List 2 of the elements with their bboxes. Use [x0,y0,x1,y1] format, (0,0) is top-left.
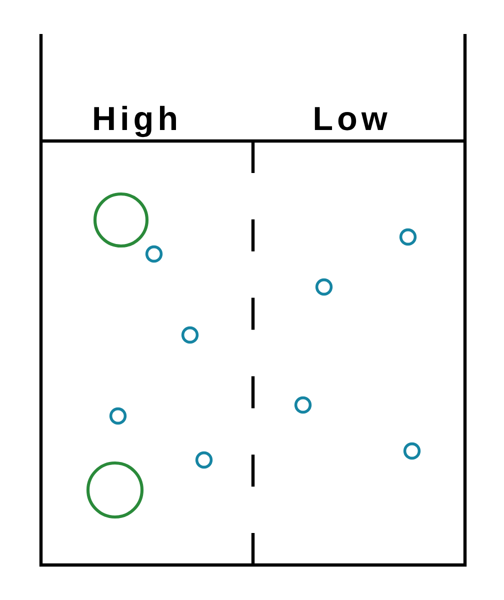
region-label: High [94,106,176,138]
region-label: Low [314,107,388,130]
